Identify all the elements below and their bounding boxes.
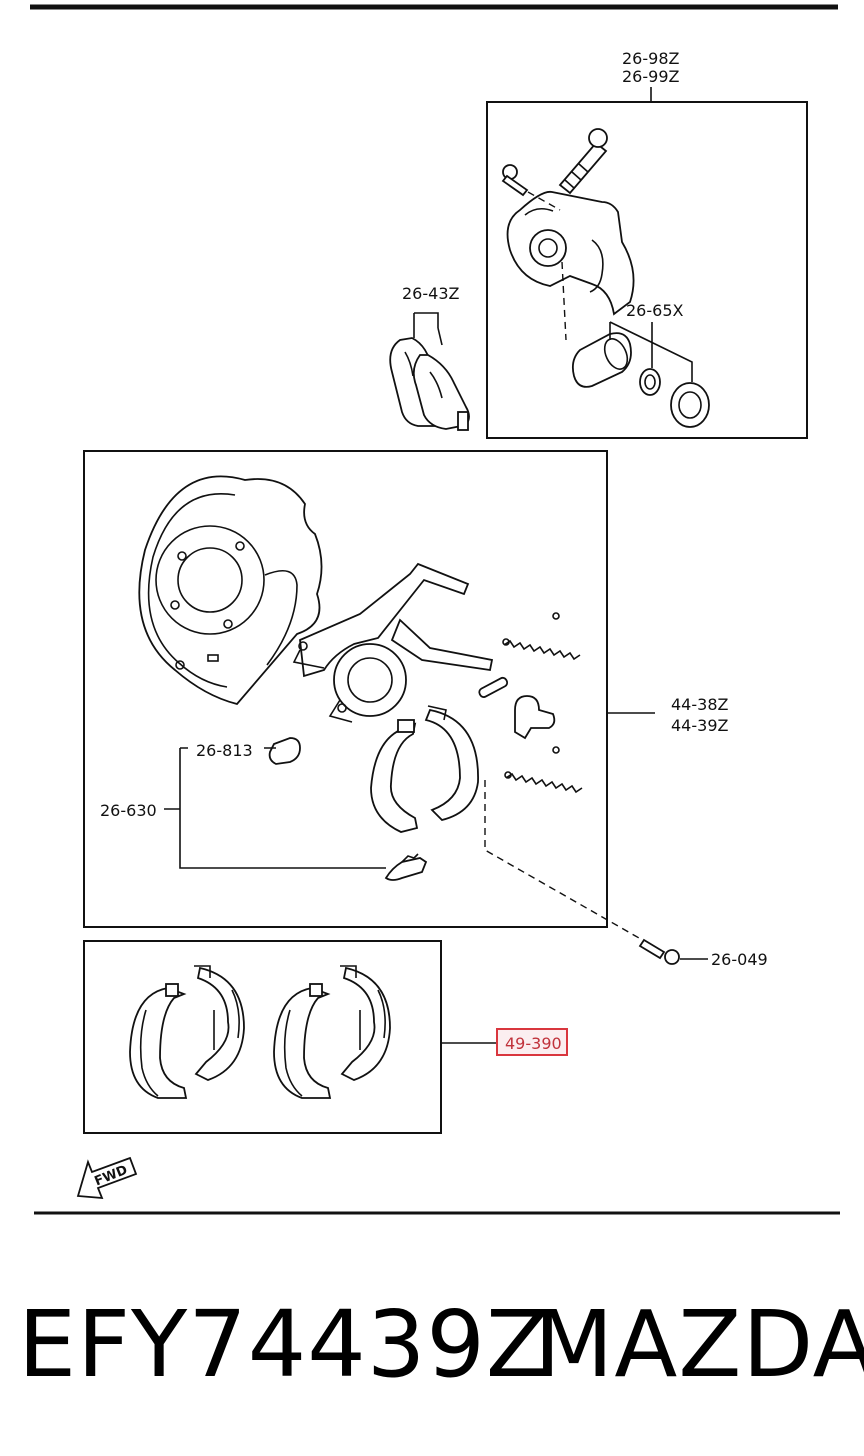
shoe-set-pair-2-icon	[273, 965, 391, 1099]
return-spring-lower-icon	[504, 746, 583, 794]
dust-shield-icon	[138, 475, 323, 706]
shoe-set-box	[83, 940, 442, 1134]
piston-icon	[571, 332, 632, 388]
seal-ring-icon	[639, 368, 661, 396]
label-26-99z[interactable]: 26-99Z	[622, 67, 679, 86]
bolt-icon	[638, 938, 708, 965]
caliper-body-icon	[506, 190, 635, 316]
label-49-390[interactable]: 49-390	[505, 1034, 562, 1053]
bleeder-screw-icon	[501, 164, 529, 197]
label-44-38z[interactable]: 44-38Z	[671, 695, 728, 714]
guide-pin-icon	[558, 128, 608, 195]
hold-down-cup-icon	[268, 737, 301, 765]
label-26-049[interactable]: 26-049	[711, 950, 768, 969]
parking-shoe-right-icon	[424, 705, 479, 821]
part-number-text: EFY74439Z	[18, 1291, 550, 1398]
caliper-group	[486, 87, 808, 439]
return-spring-upper-icon	[502, 612, 581, 661]
shoe-set-pair-1-icon	[129, 965, 245, 1099]
adjuster-icon	[514, 695, 556, 740]
brake-parts-diagram: FWD 26-98Z 26-99Z 26-43Z 26-65X 44-38Z 4…	[30, 4, 840, 1215]
parking-lever-bracket-icon	[292, 562, 494, 723]
highlight-box-49-390	[496, 1028, 568, 1056]
label-44-39z[interactable]: 44-39Z	[671, 716, 728, 735]
fwd-arrow-icon: FWD	[76, 1156, 138, 1200]
backing-plate-box	[83, 450, 608, 928]
hold-down-pin-icon	[384, 853, 428, 881]
label-26-65x[interactable]: 26-65X	[626, 301, 683, 320]
caption-bar: EFY74439Z MAZDA	[0, 1290, 864, 1400]
brand-name-text: MAZDA	[534, 1291, 864, 1398]
strut-bar-icon	[478, 676, 509, 698]
caliper-box	[486, 101, 808, 439]
label-26-98z[interactable]: 26-98Z	[622, 49, 679, 68]
label-26-813[interactable]: 26-813	[196, 741, 253, 760]
brake-pad-set	[389, 312, 470, 431]
label-26-630[interactable]: 26-630	[100, 801, 157, 820]
dust-boot-icon	[670, 382, 710, 428]
label-26-43z[interactable]: 26-43Z	[402, 284, 459, 303]
parking-shoe-left-icon	[370, 719, 419, 833]
